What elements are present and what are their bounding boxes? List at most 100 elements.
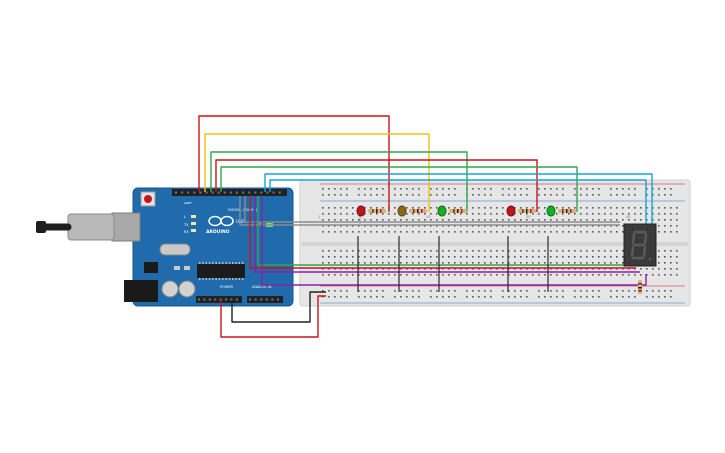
wire-purple-segment[interactable] bbox=[261, 196, 647, 286]
voltage-regulator bbox=[144, 262, 158, 273]
wire-red-segment[interactable] bbox=[249, 196, 636, 269]
ground-jumpers[interactable] bbox=[357, 236, 549, 292]
breadboard-hole bbox=[334, 250, 336, 252]
wire-red-pin13[interactable] bbox=[198, 115, 390, 212]
breadboard-hole bbox=[496, 231, 498, 233]
breadboard-hole bbox=[376, 219, 378, 221]
breadboard-hole bbox=[598, 274, 600, 276]
header-pin[interactable] bbox=[229, 191, 232, 194]
breadboard-hole bbox=[346, 296, 348, 298]
header-pin[interactable] bbox=[277, 298, 279, 301]
breadboard-hole bbox=[670, 213, 672, 215]
breadboard-hole bbox=[550, 268, 552, 270]
header-pin[interactable] bbox=[223, 191, 226, 194]
led-red[interactable] bbox=[356, 205, 366, 217]
breadboard-hole bbox=[334, 207, 336, 209]
breadboard-hole bbox=[460, 262, 462, 264]
breadboard-hole bbox=[406, 219, 408, 221]
header-pin[interactable] bbox=[187, 191, 190, 194]
led-array[interactable] bbox=[356, 205, 576, 224]
wire-gray-segment[interactable] bbox=[244, 196, 620, 223]
header-pin[interactable] bbox=[266, 191, 269, 194]
header-pin[interactable] bbox=[254, 298, 257, 301]
led-green[interactable] bbox=[437, 205, 447, 217]
led-red[interactable] bbox=[506, 205, 516, 217]
breadboard-hole bbox=[664, 194, 666, 196]
breadboard-hole bbox=[424, 225, 426, 227]
wire-green-segment[interactable] bbox=[257, 196, 642, 266]
wire-black-gnd[interactable] bbox=[231, 291, 326, 323]
header-pin[interactable] bbox=[249, 298, 251, 301]
wire-red-pin10[interactable] bbox=[215, 159, 538, 212]
digital-header[interactable] bbox=[172, 189, 287, 196]
header-pin[interactable] bbox=[193, 191, 196, 194]
usb-cable-plug[interactable] bbox=[67, 213, 115, 241]
wire-cyan-segment[interactable] bbox=[264, 173, 653, 226]
breadboard-hole bbox=[652, 290, 654, 292]
breadboard-hole bbox=[658, 188, 660, 190]
breadboard-hole bbox=[346, 213, 348, 215]
header-pin[interactable] bbox=[205, 191, 208, 194]
header-pin[interactable] bbox=[199, 191, 202, 194]
header-pin[interactable] bbox=[248, 191, 251, 194]
breadboard-hole bbox=[382, 213, 384, 215]
chip-pin bbox=[208, 262, 211, 264]
header-pin[interactable] bbox=[219, 298, 222, 301]
breadboard-hole bbox=[364, 219, 366, 221]
led-yellow[interactable] bbox=[397, 205, 407, 217]
header-pin[interactable] bbox=[271, 298, 274, 301]
breadboard-hole bbox=[442, 268, 444, 270]
power-header[interactable] bbox=[196, 296, 242, 303]
header-pin[interactable] bbox=[260, 298, 263, 301]
breadboard-hole bbox=[460, 256, 462, 258]
arduino-uno-board[interactable]: ARDUINO UNO DIGITAL (PWM~) AREF L TX RX … bbox=[36, 187, 294, 307]
breadboard-hole bbox=[346, 274, 348, 276]
header-pin[interactable] bbox=[265, 298, 268, 301]
header-pin[interactable] bbox=[235, 298, 238, 301]
breadboard-hole bbox=[364, 262, 366, 264]
breadboard-hole bbox=[334, 262, 336, 264]
wire-purple-segment[interactable] bbox=[254, 196, 640, 273]
breadboard-hole bbox=[538, 268, 540, 270]
breadboard-hole bbox=[514, 268, 516, 270]
breadboard-hole bbox=[478, 268, 480, 270]
wires[interactable] bbox=[198, 115, 653, 338]
analog-header[interactable] bbox=[247, 296, 283, 303]
header-pin[interactable] bbox=[278, 191, 281, 194]
header-pin[interactable] bbox=[175, 191, 177, 194]
header-pin[interactable] bbox=[236, 191, 238, 194]
header-pin[interactable] bbox=[225, 298, 227, 301]
header-pin[interactable] bbox=[211, 191, 214, 194]
wire-yellow-pin12[interactable] bbox=[204, 133, 430, 212]
l-label: L bbox=[184, 215, 186, 219]
led-green[interactable] bbox=[546, 205, 556, 217]
wire-green-pin11[interactable] bbox=[210, 151, 468, 212]
breadboard-hole bbox=[646, 274, 648, 276]
header-pin[interactable] bbox=[208, 298, 211, 301]
header-pin[interactable] bbox=[242, 191, 245, 194]
header-pin[interactable] bbox=[198, 298, 200, 301]
breadboard-hole bbox=[352, 256, 354, 258]
header-pin[interactable] bbox=[230, 298, 233, 301]
header-pin[interactable] bbox=[260, 191, 263, 194]
header-pin[interactable] bbox=[272, 191, 275, 194]
breadboard-hole bbox=[448, 256, 450, 258]
wire-red-5v[interactable] bbox=[220, 295, 326, 338]
header-pin[interactable] bbox=[254, 191, 257, 194]
wire-gray-segment[interactable] bbox=[239, 196, 620, 226]
wire-cyan-segment[interactable] bbox=[269, 179, 647, 226]
header-pin[interactable] bbox=[181, 191, 184, 194]
seven-segment-display[interactable] bbox=[623, 223, 657, 294]
breadboard-hole bbox=[472, 213, 474, 215]
breadboard-hole bbox=[394, 250, 396, 252]
breadboard[interactable]: 1 15 30 45 bbox=[299, 179, 691, 307]
header-pin[interactable] bbox=[217, 191, 220, 194]
breadboard-hole bbox=[580, 231, 582, 233]
wire-green-pin9[interactable] bbox=[220, 166, 578, 212]
column-label: 1 bbox=[318, 214, 321, 219]
header-pin[interactable] bbox=[214, 298, 217, 301]
breadboard-hole bbox=[610, 290, 612, 292]
reset-button-cap[interactable] bbox=[144, 195, 152, 203]
breadboard-hole bbox=[514, 207, 516, 209]
header-pin[interactable] bbox=[203, 298, 206, 301]
